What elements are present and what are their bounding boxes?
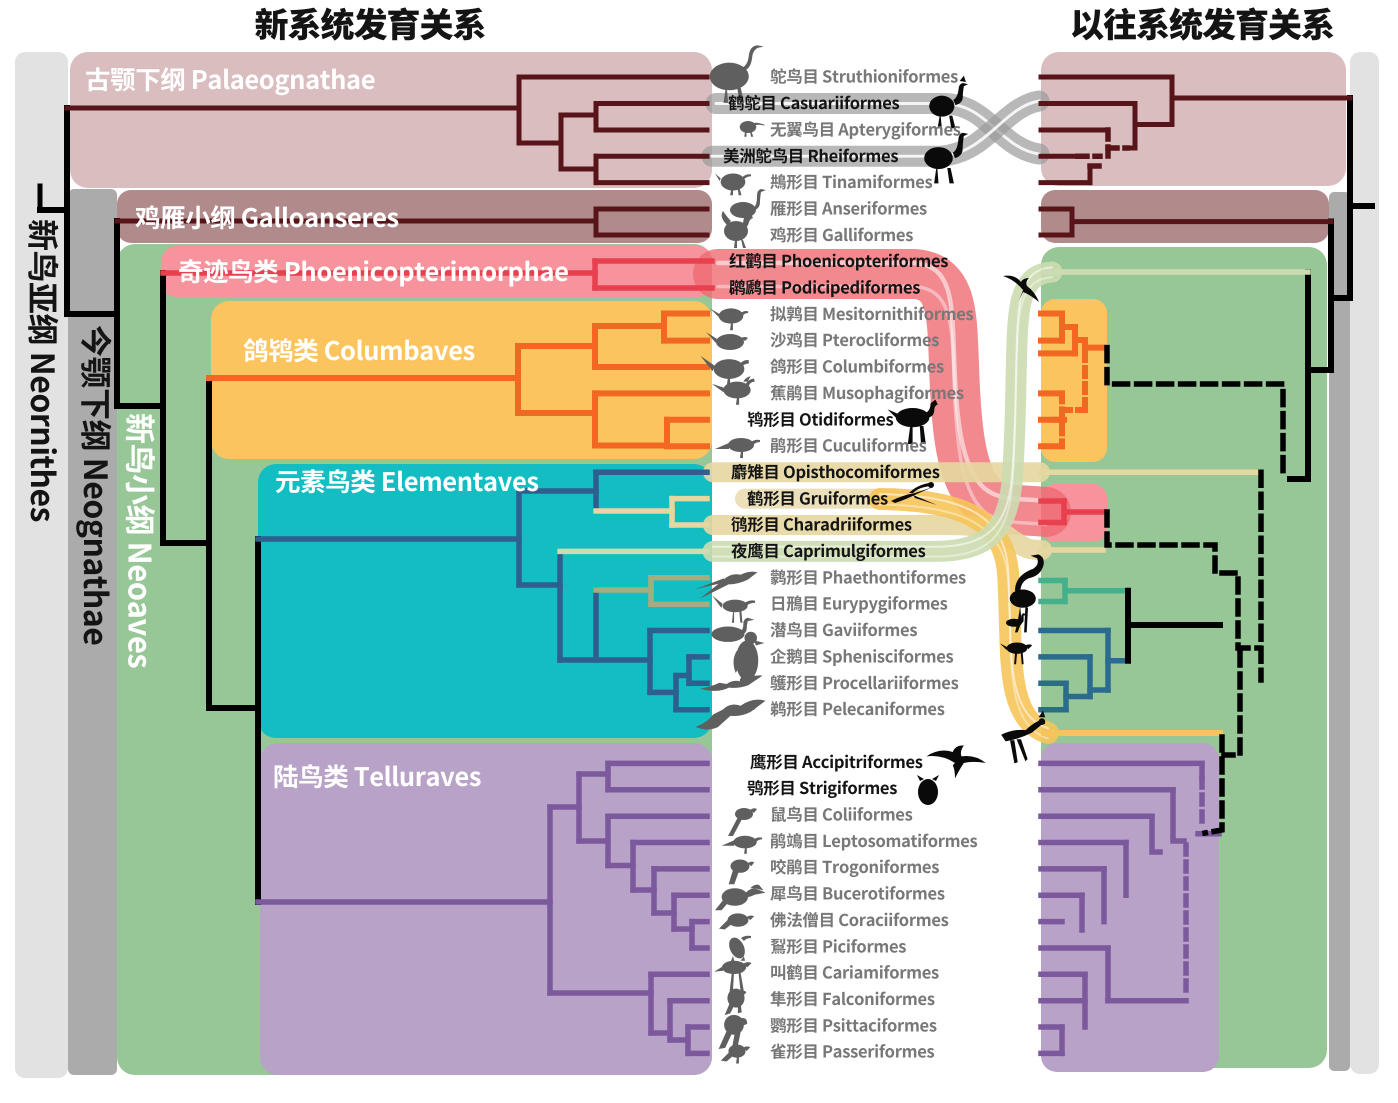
svg-text:鼠鸟目 Coliiformes: 鼠鸟目 Coliiformes bbox=[770, 802, 913, 826]
svg-text:鸨形目 Otidiformes: 鸨形目 Otidiformes bbox=[747, 406, 894, 430]
svg-text:鹤形目 Gruiformes: 鹤形目 Gruiformes bbox=[747, 485, 888, 509]
svg-text:雁形目 Anseriformes: 雁形目 Anseriformes bbox=[770, 195, 927, 219]
svg-text:鸮形目 Strigiformes: 鸮形目 Strigiformes bbox=[747, 775, 897, 799]
svg-text:沙鸡目 Pterocliformes: 沙鸡目 Pterocliformes bbox=[770, 327, 939, 351]
svg-text:鹃形目 Cuculiformes: 鹃形目 Cuculiformes bbox=[770, 433, 927, 457]
svg-text:鹱形目 Procellariiformes: 鹱形目 Procellariiformes bbox=[770, 670, 959, 694]
svg-text:日鳽目 Eurypygiformes: 日鳽目 Eurypygiformes bbox=[770, 591, 948, 615]
svg-text:鸻形目 Charadriiformes: 鸻形目 Charadriiformes bbox=[731, 512, 912, 536]
svg-text:新系统发育关系: 新系统发育关系 bbox=[255, 0, 486, 47]
svg-text:新鸟小纲 Neoaves: 新鸟小纲 Neoaves bbox=[120, 413, 165, 668]
svg-text:鹦形目 Psittaciformes: 鹦形目 Psittaciformes bbox=[770, 1012, 937, 1036]
svg-text:无翼鸟目 Apterygiformes: 无翼鸟目 Apterygiformes bbox=[770, 116, 961, 140]
svg-text:鹈形目 Pelecaniformes: 鹈形目 Pelecaniformes bbox=[770, 696, 945, 720]
svg-text:鸡形目 Galliformes: 鸡形目 Galliformes bbox=[770, 222, 913, 246]
svg-text:夜鹰目 Caprimulgiformes: 夜鹰目 Caprimulgiformes bbox=[731, 538, 926, 562]
svg-text:拟鹑目 Mesitornithiformes: 拟鹑目 Mesitornithiformes bbox=[770, 301, 974, 325]
svg-text:鴷形目 Piciformes: 鴷形目 Piciformes bbox=[770, 933, 906, 957]
svg-text:䴙䴘目 Podicipediformes: 䴙䴘目 Podicipediformes bbox=[729, 275, 920, 299]
svg-text:犀鸟目 Bucerotiformes: 犀鸟目 Bucerotiformes bbox=[770, 881, 945, 905]
svg-text:红鹳目 Phoenicopteriformes: 红鹳目 Phoenicopteriformes bbox=[729, 248, 948, 272]
svg-text:鸽形目 Columbiformes: 鸽形目 Columbiformes bbox=[770, 354, 944, 378]
svg-text:鹃鴗目 Leptosomatiformes: 鹃鴗目 Leptosomatiformes bbox=[770, 828, 978, 852]
svg-text:咬鹃目 Trogoniformes: 咬鹃目 Trogoniformes bbox=[770, 854, 939, 878]
svg-text:雀形目 Passeriformes: 雀形目 Passeriformes bbox=[770, 1039, 934, 1063]
svg-text:以往系统发育关系: 以往系统发育关系 bbox=[1070, 0, 1334, 47]
svg-text:叫鹤目 Cariamiformes: 叫鹤目 Cariamiformes bbox=[770, 960, 939, 984]
svg-text:鸽鸨类 Columbaves: 鸽鸨类 Columbaves bbox=[243, 331, 475, 368]
svg-text:陆鸟类 Telluraves: 陆鸟类 Telluraves bbox=[273, 757, 481, 794]
svg-text:元素鸟类 Elementaves: 元素鸟类 Elementaves bbox=[275, 462, 539, 499]
svg-text:鹰形目 Accipitriformes: 鹰形目 Accipitriformes bbox=[750, 749, 923, 773]
svg-text:鹲形目 Phaethontiformes: 鹲形目 Phaethontiformes bbox=[770, 564, 966, 588]
svg-text:今颚下纲 Neognathae: 今颚下纲 Neognathae bbox=[74, 325, 120, 645]
svg-text:古颚下纲 Palaeognathae: 古颚下纲 Palaeognathae bbox=[85, 60, 375, 97]
svg-text:佛法僧目 Coraciiformes: 佛法僧目 Coraciiformes bbox=[770, 907, 949, 931]
svg-text:鸡雁小纲 Galloanseres: 鸡雁小纲 Galloanseres bbox=[135, 198, 399, 235]
svg-text:奇迹鸟类 Phoenicopterimorphae: 奇迹鸟类 Phoenicopterimorphae bbox=[178, 252, 569, 289]
svg-text:麝雉目 Opisthocomiformes: 麝雉目 Opisthocomiformes bbox=[731, 459, 940, 483]
svg-text:鸵鸟目 Struthioniformes: 鸵鸟目 Struthioniformes bbox=[770, 64, 958, 88]
svg-text:企鹅目 Sphenisciformes: 企鹅目 Sphenisciformes bbox=[770, 643, 954, 667]
svg-text:䳍形目 Tinamiformes: 䳍形目 Tinamiformes bbox=[770, 169, 932, 193]
svg-text:美洲鸵鸟目 Rheiformes: 美洲鸵鸟目 Rheiformes bbox=[723, 143, 898, 167]
svg-text:新鸟亚纲 Neornithes: 新鸟亚纲 Neornithes bbox=[21, 219, 67, 522]
svg-text:隼形目 Falconiformes: 隼形目 Falconiformes bbox=[770, 986, 935, 1010]
svg-text:潜鸟目 Gaviiformes: 潜鸟目 Gaviiformes bbox=[770, 617, 917, 641]
svg-text:蕉鹃目 Musophagiformes: 蕉鹃目 Musophagiformes bbox=[770, 380, 964, 404]
svg-text:鹤鸵目 Casuariiformes: 鹤鸵目 Casuariiformes bbox=[728, 90, 900, 114]
